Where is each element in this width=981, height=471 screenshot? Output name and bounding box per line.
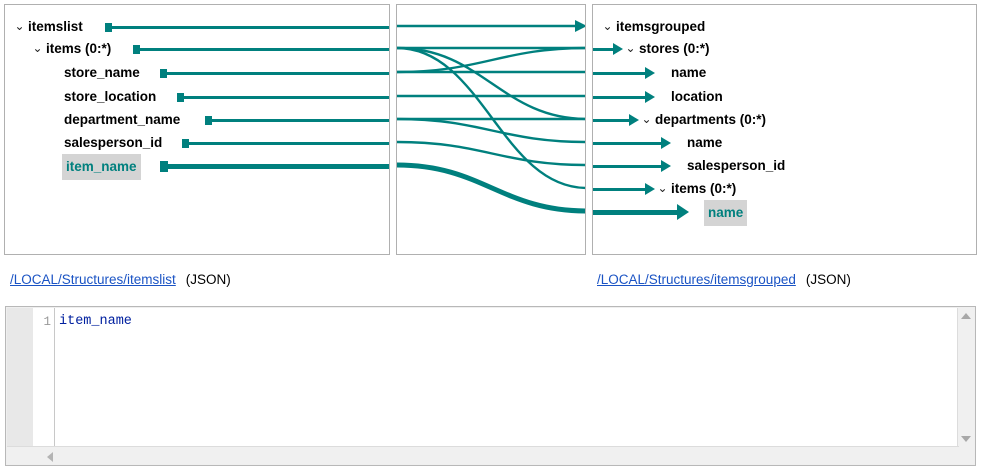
target-node-label: name <box>687 135 723 151</box>
editor-horizontal-scrollbar[interactable] <box>7 446 959 464</box>
chevron-down-icon[interactable]: ⌄ <box>32 41 43 56</box>
source-node-store-location[interactable]: store_location <box>49 85 158 109</box>
target-node-departments-0[interactable]: ⌄departments (0:*) <box>640 108 768 132</box>
target-connector-line[interactable] <box>593 210 677 215</box>
source-connector-handle[interactable] <box>133 45 140 54</box>
source-connector-handle[interactable] <box>105 23 112 32</box>
chevron-down-icon[interactable]: ⌄ <box>657 181 668 196</box>
mapping-arrow-icon <box>575 20 585 32</box>
mapping-curves <box>397 20 586 214</box>
target-connector-line[interactable] <box>593 48 613 51</box>
target-arrow-icon <box>661 137 671 149</box>
source-connector-handle[interactable] <box>205 116 212 125</box>
source-node-itemslist[interactable]: ⌄itemslist <box>13 15 85 39</box>
target-node-label: name <box>704 200 748 226</box>
target-node-label: stores (0:*) <box>639 41 710 57</box>
target-node-name[interactable]: name <box>672 131 724 155</box>
target-connector-line[interactable] <box>593 142 661 145</box>
target-node-label: salesperson_id <box>687 158 786 174</box>
source-node-item-name[interactable]: item_name <box>49 154 141 180</box>
source-node-store-name[interactable]: store_name <box>49 61 142 85</box>
chevron-down-icon[interactable]: ⌄ <box>14 19 25 34</box>
target-connector-line[interactable] <box>593 119 629 122</box>
scrollbar-corner <box>958 447 974 464</box>
mapping-curve[interactable] <box>397 117 586 144</box>
target-node-label: items (0:*) <box>671 181 737 197</box>
scroll-down-icon[interactable] <box>961 436 971 442</box>
source-connector-line[interactable] <box>189 142 389 145</box>
source-connector-line[interactable] <box>140 48 389 51</box>
target-file-path-row: /LOCAL/Structures/itemsgrouped (JSON) <box>597 272 851 287</box>
source-connector-line[interactable] <box>112 26 389 29</box>
source-node-label: items (0:*) <box>46 41 112 57</box>
chevron-down-icon[interactable]: ⌄ <box>625 41 636 56</box>
target-arrow-icon <box>629 114 639 126</box>
chevron-down-icon[interactable]: ⌄ <box>602 19 613 34</box>
target-node-items-0[interactable]: ⌄items (0:*) <box>656 177 738 201</box>
mapping-curve[interactable] <box>397 46 586 74</box>
source-node-label: itemslist <box>28 19 83 35</box>
source-connector-line[interactable] <box>184 96 389 99</box>
target-arrow-icon <box>613 43 623 55</box>
mapping-lines-panel[interactable] <box>396 4 586 255</box>
target-node-name[interactable]: name <box>691 200 748 226</box>
source-connector-handle[interactable] <box>182 139 189 148</box>
target-node-stores-0[interactable]: ⌄stores (0:*) <box>624 37 712 61</box>
source-connector-handle[interactable] <box>177 93 184 102</box>
target-node-salesperson-id[interactable]: salesperson_id <box>672 154 787 178</box>
source-file-path-link[interactable]: /LOCAL/Structures/itemslist <box>10 272 176 287</box>
source-file-path-row: /LOCAL/Structures/itemslist (JSON) <box>10 272 231 287</box>
target-node-label: location <box>671 89 723 105</box>
chevron-down-icon[interactable]: ⌄ <box>641 112 652 127</box>
source-connector-handle[interactable] <box>160 69 167 78</box>
target-node-name[interactable]: name <box>656 61 708 85</box>
target-arrow-icon <box>677 204 689 220</box>
source-node-department-name[interactable]: department_name <box>49 108 182 132</box>
target-arrow-icon <box>645 91 655 103</box>
target-arrow-icon <box>661 160 671 172</box>
editor-line-number: 1 <box>33 308 55 447</box>
editor-text-surface[interactable]: 1 item_name <box>7 308 959 447</box>
mapping-curve[interactable] <box>397 140 586 167</box>
source-node-label: store_location <box>64 89 157 105</box>
mapping-curve[interactable] <box>397 162 586 214</box>
source-connector-line[interactable] <box>168 164 389 169</box>
target-node-itemsgrouped[interactable]: ⌄itemsgrouped <box>601 15 707 39</box>
source-node-label: department_name <box>64 112 181 128</box>
mapping-curve[interactable] <box>397 46 586 121</box>
source-node-items-0[interactable]: ⌄items (0:*) <box>31 37 113 61</box>
target-file-path-link[interactable]: /LOCAL/Structures/itemsgrouped <box>597 272 796 287</box>
target-arrow-icon <box>645 67 655 79</box>
target-connector-line[interactable] <box>593 188 645 191</box>
source-connector-handle[interactable] <box>160 161 168 172</box>
target-arrow-icon <box>645 183 655 195</box>
target-node-location[interactable]: location <box>656 85 725 109</box>
source-connector-line[interactable] <box>167 72 389 75</box>
target-node-label: itemsgrouped <box>616 19 706 35</box>
source-file-format: (JSON) <box>185 272 231 287</box>
target-connector-line[interactable] <box>593 96 645 99</box>
source-node-label: salesperson_id <box>64 135 163 151</box>
source-connector-line[interactable] <box>212 119 389 122</box>
expression-editor[interactable]: 1 item_name <box>5 306 976 466</box>
source-node-label: item_name <box>62 154 141 180</box>
source-node-salesperson-id[interactable]: salesperson_id <box>49 131 164 155</box>
target-file-format: (JSON) <box>805 272 851 287</box>
scroll-left-icon[interactable] <box>47 452 53 462</box>
target-connector-line[interactable] <box>593 165 661 168</box>
editor-code-text[interactable]: item_name <box>59 314 132 329</box>
target-connector-line[interactable] <box>593 72 645 75</box>
source-node-label: store_name <box>64 65 140 81</box>
target-node-label: departments (0:*) <box>655 112 767 128</box>
scroll-up-icon[interactable] <box>961 313 971 319</box>
target-node-label: name <box>671 65 707 81</box>
editor-vertical-scrollbar[interactable] <box>957 308 974 447</box>
editor-gutter <box>7 308 33 447</box>
